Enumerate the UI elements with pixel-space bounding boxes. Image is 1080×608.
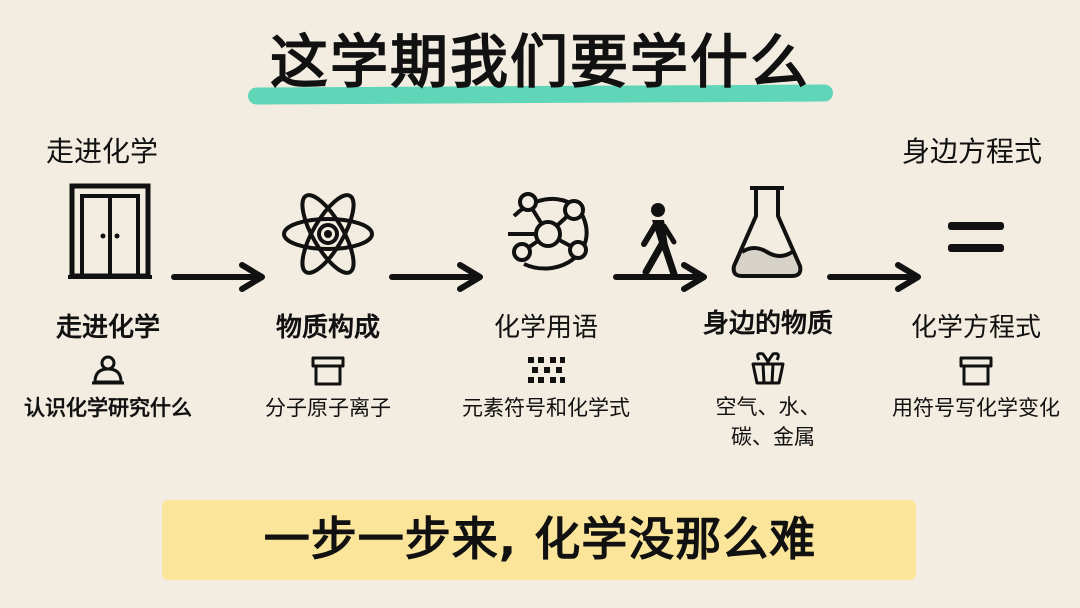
arrow-right-icon [171,262,265,292]
stage-title: 物质构成 [275,313,380,343]
stage-desc-line: 碳、金属 [731,425,815,449]
bell-icon [92,355,124,385]
stage-title: 走进化学 [55,313,160,343]
stage-1: 走进化学 认识化学研究什么 [8,310,208,422]
arrow-right-icon [613,262,707,292]
page-title: 这学期我们要学什么 [269,28,810,96]
stage-desc: 认识化学研究什么 [24,396,192,420]
stage-2: 物质构成 分子原子离子 [228,310,428,422]
stage-desc: 用符号写化学变化 [892,396,1060,420]
stage-5: 化学方程式 用符号写化学变化 [876,310,1076,422]
molecule-icon [508,192,589,271]
stage-desc: 空气、水、 碳、金属 [668,392,868,452]
arrow-right-icon [827,262,921,292]
door-icon [68,183,152,279]
bottom-slogan: 一步一步来, 化学没那么难 [263,512,817,566]
stage-title: 化学方程式 [910,313,1041,343]
stage-4: 身边的物质 空气、水、 碳、金属 [668,306,868,452]
grid-icon [528,357,565,383]
arrow-right-icon [389,262,483,292]
bottom-highlight [162,500,916,580]
stage-desc: 元素符号和化学式 [462,396,630,420]
flask-icon [731,186,803,278]
equals-icon [948,222,1004,252]
walking-person-icon [641,203,678,278]
stage-title: 化学用语 [493,313,598,343]
box-icon [959,356,993,386]
basket-icon [751,352,785,385]
atom-icon [282,193,374,275]
stage-desc: 分子原子离子 [265,396,391,420]
top-label-right: 身边方程式 [902,135,1043,168]
top-label-left: 走进化学 [46,135,159,168]
stage-title: 身边的物质 [702,309,833,339]
box-icon [311,356,345,386]
stage-desc-line: 空气、水、 [715,395,821,419]
stage-3: 化学用语 元素符号和化学式 [446,310,646,422]
